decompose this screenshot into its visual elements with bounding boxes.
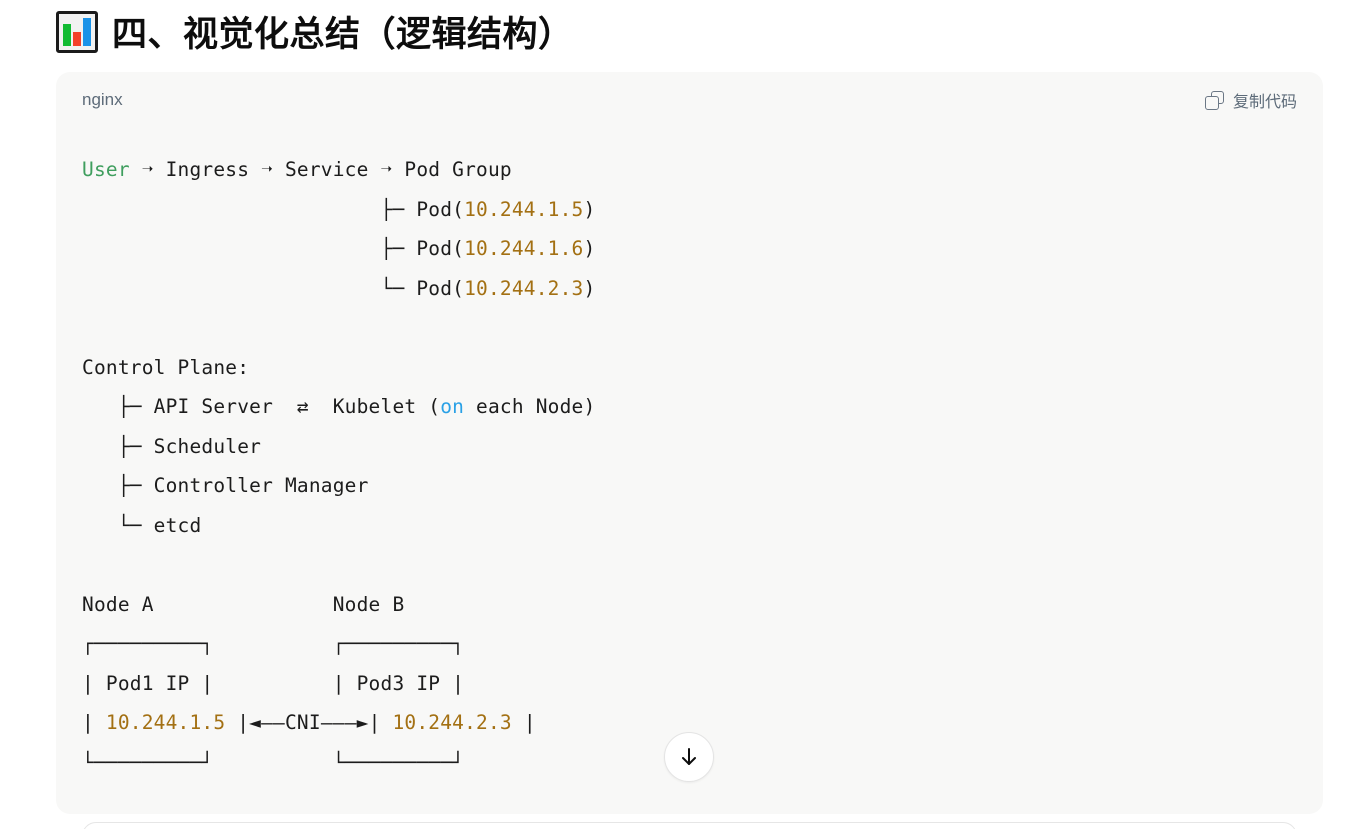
code-token: 10.244.1.5 [464,197,584,221]
code-token: Control Plane: [82,355,250,379]
code-line: Control Plane: [82,348,1297,388]
code-line: | Pod1 IP | | Pod3 IP | [82,664,1297,704]
code-token: 10.244.1.6 [464,237,584,260]
code-token: ➝ Ingress ➝ Service ➝ Pod Group [129,158,512,181]
code-token: 10.244.1.5 [105,711,226,734]
code-token: ├─ Controller Manager [82,474,369,497]
code-token: on [440,395,465,418]
code-token: ) [583,276,596,300]
code-token: each Node) [464,395,596,418]
code-line: ├─ Pod(10.244.1.5) [82,190,1297,230]
code-block-card: nginx 复制代码 User ➝ Ingress ➝ Service ➝ Po… [56,72,1323,814]
bar-chart-emoji-icon [56,10,98,53]
code-token: | [82,711,106,734]
code-token: ├─ Scheduler [82,434,262,458]
arrow-down-icon [677,745,701,769]
copy-icon [1204,90,1224,110]
copy-code-label: 复制代码 [1232,94,1297,111]
code-token: └─ Pod( [82,276,465,300]
code-line: └─ Pod(10.244.2.3) [82,269,1297,309]
code-line: └─ etcd [82,506,1297,546]
code-line [82,545,1297,585]
code-line [82,308,1297,348]
code-language-label: nginx [82,90,123,109]
copy-code-button[interactable]: 复制代码 [1204,88,1297,112]
code-content[interactable]: User ➝ Ingress ➝ Service ➝ Pod Group ├─ … [56,128,1323,782]
code-line: ├─ Controller Manager [82,466,1297,506]
scroll-to-bottom-button[interactable] [664,732,714,782]
code-token: ├─ Pod( [82,237,465,260]
page-title: 四、视觉化总结（逻辑结构） [56,6,574,57]
code-token: User [82,158,130,181]
code-token: ) [583,237,596,260]
code-line: Node A Node B [82,585,1297,625]
code-token: | [511,711,536,734]
code-line: ├─ Scheduler [82,427,1297,467]
code-block-header: nginx 复制代码 [56,72,1323,128]
code-token: ├─ API Server ⇄ Kubelet ( [82,395,441,418]
code-token: Node A Node B [82,592,405,616]
code-token: 10.244.2.3 [464,276,584,300]
code-token: 10.244.2.3 [392,711,512,734]
page-title-text: 四、视觉化总结（逻辑结构） [112,15,574,54]
code-line: | 10.244.1.5 |◄——CNI———►| 10.244.2.3 | [82,703,1297,743]
next-card-peek [82,822,1297,829]
code-token: ) [583,197,596,221]
code-line: ┌─────────┐ ┌─────────┐ [82,624,1297,664]
code-token: ┌─────────┐ ┌─────────┐ [82,632,465,655]
code-line: ├─ Pod(10.244.1.6) [82,229,1297,269]
code-line: └─────────┘ └─────────┘ [82,743,1297,783]
code-line: User ➝ Ingress ➝ Service ➝ Pod Group [82,150,1297,190]
code-line: ├─ API Server ⇄ Kubelet (on each Node) [82,387,1297,427]
code-token: ├─ Pod( [82,197,465,221]
code-token: |◄——CNI———►| [225,711,393,734]
code-token: └─────────┘ └─────────┘ [82,750,465,774]
code-token: | Pod1 IP | | Pod3 IP | [82,671,465,695]
code-token: └─ etcd [82,513,202,537]
